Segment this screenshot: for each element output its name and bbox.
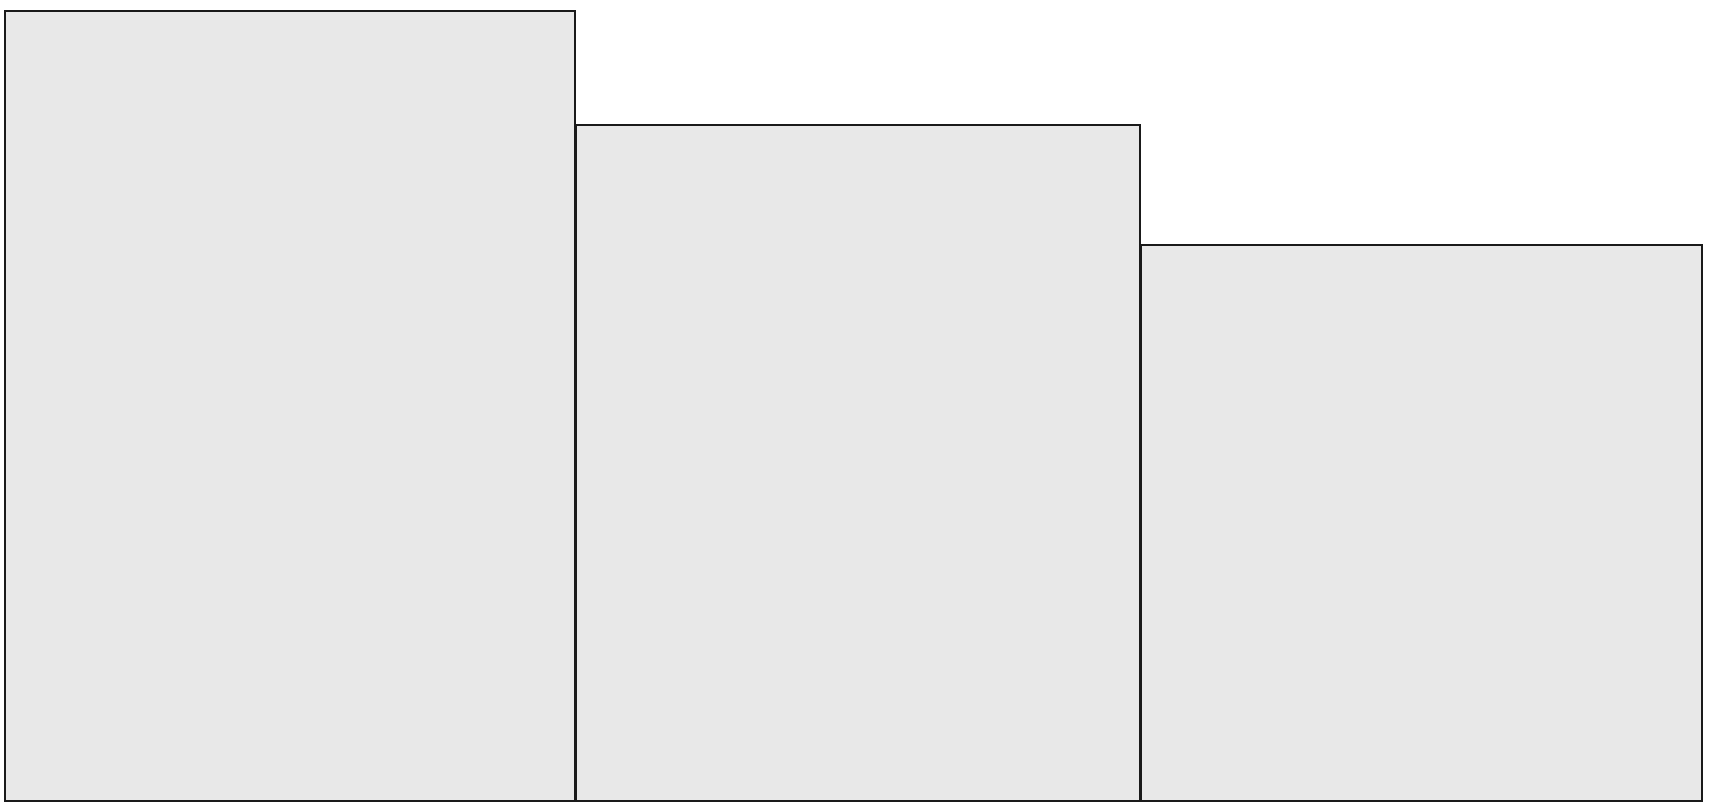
stage-panel-psychometric-evaluation <box>1140 244 1703 802</box>
stage-panel-scale-development-1 <box>4 10 576 802</box>
stage-panel-scale-development-2 <box>575 124 1141 802</box>
